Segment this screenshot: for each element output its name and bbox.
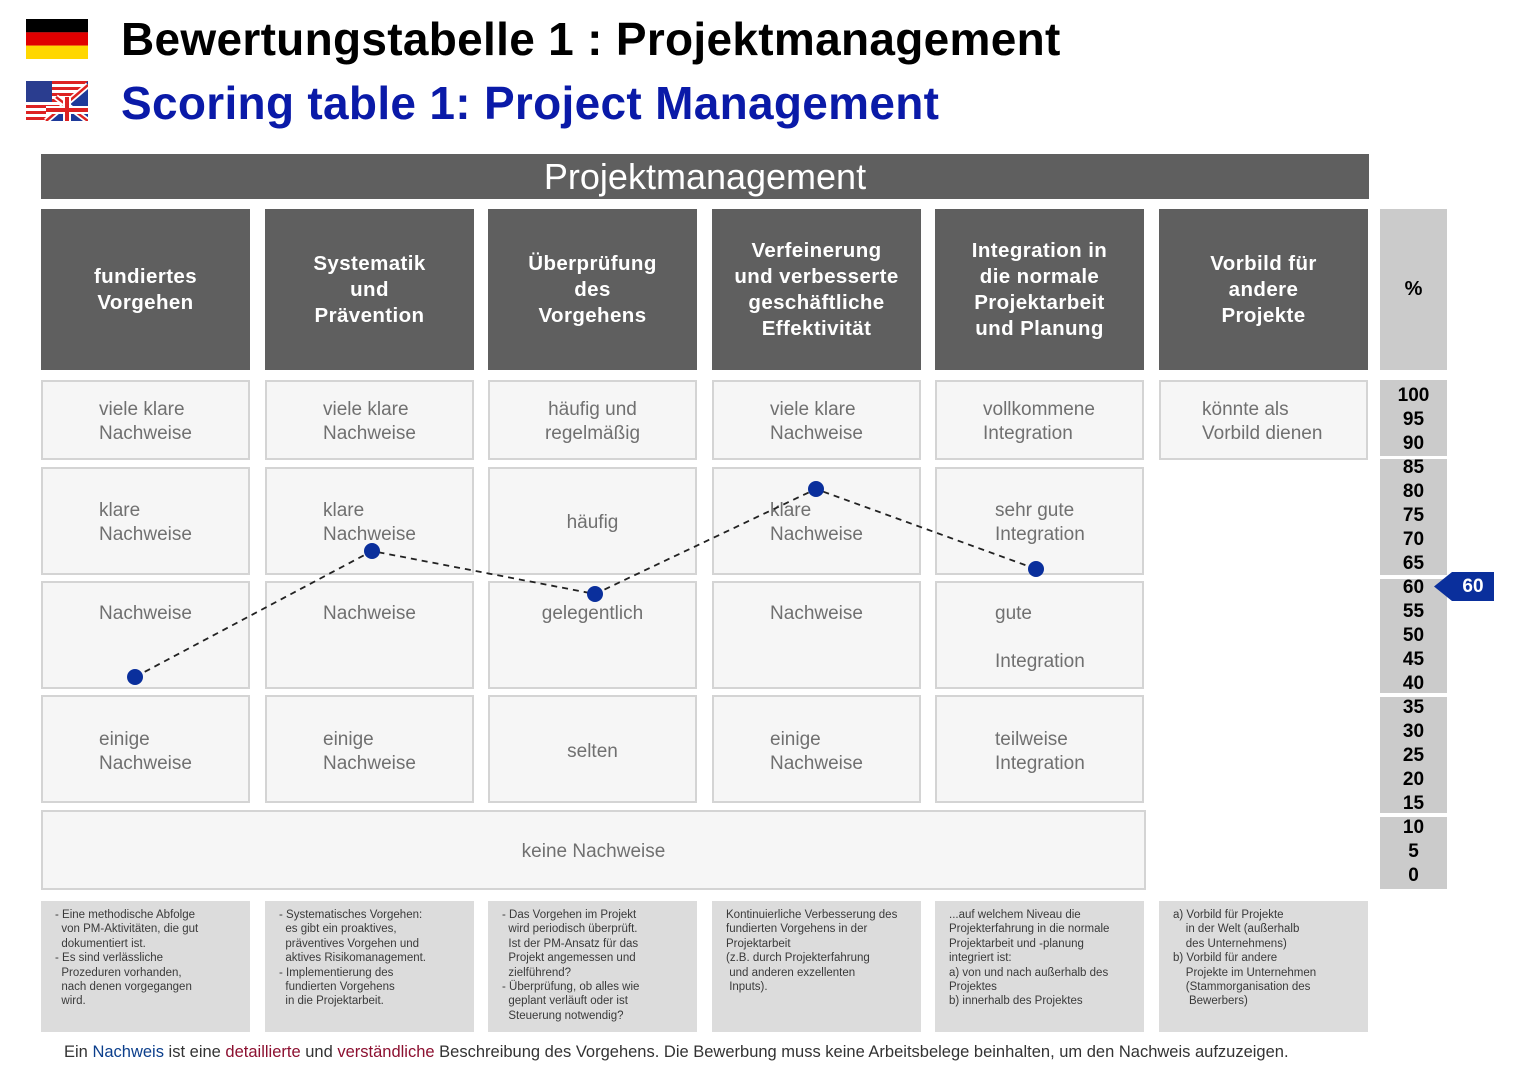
scale-tick: 65: [1402, 553, 1425, 574]
percent-header: %: [1380, 209, 1447, 370]
scale-band: [1380, 380, 1447, 456]
column-header-systematik: Systematik und Prävention: [265, 209, 474, 370]
level-cell: teilweise Integration: [935, 695, 1144, 803]
criteria-note: ...auf welchem Niveau die Projekterfahru…: [935, 901, 1144, 1032]
level-cell: einige Nachweise: [265, 695, 474, 803]
data-point-marker: [364, 543, 380, 559]
scale-tick: 40: [1402, 673, 1425, 694]
scale-tick: 25: [1402, 745, 1425, 766]
scale-tick: 15: [1402, 793, 1425, 814]
scale-tick: 35: [1402, 697, 1425, 718]
scale-band: [1380, 459, 1447, 575]
scale-tick: 75: [1402, 505, 1425, 526]
scale-tick: 5: [1408, 841, 1419, 862]
scale-tick: 10: [1402, 817, 1425, 838]
column-header-integration: Integration in die normale Projektarbeit…: [935, 209, 1144, 370]
level-cell: klare Nachweise: [265, 467, 474, 575]
footer-text: ist eine: [163, 1043, 226, 1061]
criteria-note: a) Vorbild für Projekte in der Welt (auß…: [1159, 901, 1368, 1032]
column-header-verfeinerung: Verfeinerung und verbesserte geschäftlic…: [712, 209, 921, 370]
level-cell: einige Nachweise: [712, 695, 921, 803]
title-english: Scoring table 1: Project Management: [121, 77, 940, 129]
footer-text: Ein: [64, 1043, 93, 1061]
level-cell: häufig: [488, 467, 697, 575]
section-banner: Projektmanagement: [41, 154, 1369, 199]
level-cell: viele klare Nachweise: [41, 380, 250, 460]
data-point-marker: [808, 481, 824, 497]
footer-highlight-verstaendlich: verständliche: [337, 1043, 435, 1061]
scale-band: [1380, 579, 1447, 693]
german-flag-icon: [26, 19, 88, 59]
title-german: Bewertungstabelle 1 : Projektmanagement: [121, 13, 1061, 65]
level-cell-none: keine Nachweise: [41, 810, 1146, 890]
scale-tick: 95: [1402, 409, 1425, 430]
scale-tick: 45: [1402, 649, 1425, 670]
criteria-note: Kontinuierliche Verbesserung des fundier…: [712, 901, 921, 1032]
scale-band: [1380, 817, 1447, 889]
us-uk-flag-icon: [26, 81, 88, 121]
level-cell: viele klare Nachweise: [265, 380, 474, 460]
level-cell: häufig und regelmäßig: [488, 380, 697, 460]
level-cell: Nachweise: [265, 581, 474, 689]
scale-tick: 60: [1402, 577, 1425, 598]
column-header-ueberpruefung: Überprüfung des Vorgehens: [488, 209, 697, 370]
scale-tick: 20: [1402, 769, 1425, 790]
level-cell: selten: [488, 695, 697, 803]
footer-definition: Ein Nachweis ist eine detaillierte und v…: [64, 1043, 1289, 1062]
result-value: 60: [1462, 576, 1484, 597]
level-cell: gelegentlich: [488, 581, 697, 689]
scale-tick: 0: [1408, 865, 1419, 886]
scale-tick: 90: [1402, 433, 1425, 454]
scale-tick: 50: [1402, 625, 1425, 646]
level-cell: vollkommene Integration: [935, 380, 1144, 460]
scale-band: [1380, 697, 1447, 813]
level-cell: gute Integration: [935, 581, 1144, 689]
column-header-vorbild: Vorbild für andere Projekte: [1159, 209, 1368, 370]
footer-text: Beschreibung des Vorgehens. Die Bewerbun…: [434, 1043, 1289, 1061]
data-point-marker: [1028, 561, 1044, 577]
footer-highlight-nachweis: Nachweis: [92, 1043, 164, 1061]
scale-tick: 80: [1402, 481, 1425, 502]
level-cell: einige Nachweise: [41, 695, 250, 803]
level-cell: klare Nachweise: [41, 467, 250, 575]
footer-text: und: [300, 1043, 338, 1061]
criteria-note: - Systematisches Vorgehen: es gibt ein p…: [265, 901, 474, 1032]
scale-tick: 70: [1402, 529, 1425, 550]
scale-tick: 55: [1402, 601, 1425, 622]
criteria-note: - Eine methodische Abfolge von PM-Aktivi…: [41, 901, 250, 1032]
scale-tick: 30: [1402, 721, 1425, 742]
scale-tick: 100: [1397, 385, 1430, 406]
data-point-marker: [127, 669, 143, 685]
column-header-fundiertes-vorgehen: fundiertes Vorgehen: [41, 209, 250, 370]
criteria-note: - Das Vorgehen im Projekt wird periodisc…: [488, 901, 697, 1032]
level-cell: könnte als Vorbild dienen: [1159, 380, 1368, 460]
result-arrow-marker: [1434, 572, 1494, 601]
level-cell: Nachweise: [712, 581, 921, 689]
data-point-marker: [587, 586, 603, 602]
footer-highlight-detailliert: detaillierte: [225, 1043, 301, 1061]
scale-tick: 85: [1402, 457, 1425, 478]
level-cell: viele klare Nachweise: [712, 380, 921, 460]
